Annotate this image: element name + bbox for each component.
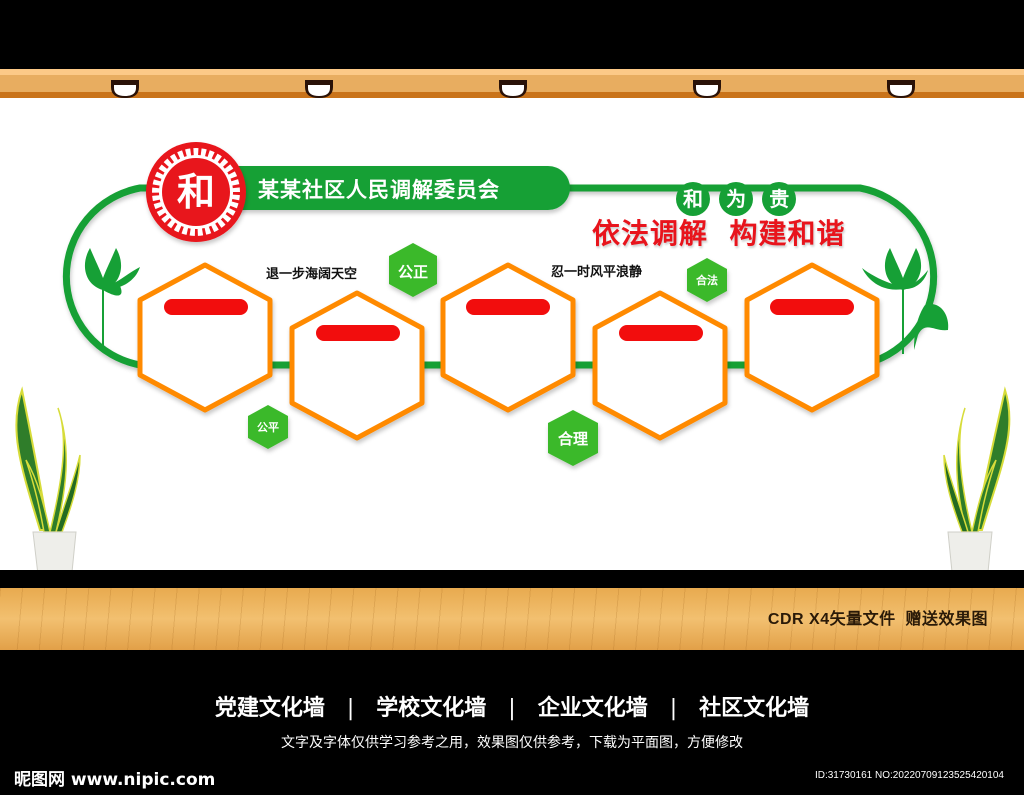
lotus-right-icon (862, 248, 949, 354)
title-banner (190, 166, 570, 210)
spotlight-icon (887, 80, 915, 98)
separator: | (508, 696, 516, 721)
panel-title-bar (466, 299, 550, 315)
spotlight-icon (111, 80, 139, 98)
quote-right: 忍一时风平浪静 (551, 265, 643, 280)
footer-band (0, 650, 1024, 795)
wooden-floor (0, 588, 1024, 650)
category-enterprise: 企业文化墙 (537, 696, 648, 721)
nipic-logo[interactable]: 昵图网 www.nipic.com (14, 770, 216, 790)
baseboard (0, 570, 1024, 588)
badge-label-gongping: 公平 (257, 421, 279, 434)
image-id-text: ID:31730161 NO:20220709123525420104 (814, 770, 1004, 781)
emblem-he-icon (146, 142, 246, 242)
badge-label-gongzheng: 公正 (397, 263, 428, 281)
main-slogan: 依法调解 构建和谐 (592, 217, 846, 250)
ceiling-black-band (0, 0, 1024, 69)
badge-hex-heli (548, 410, 598, 466)
slogan-circle-char: 贵 (762, 182, 797, 216)
category-school: 学校文化墙 (376, 696, 487, 721)
category-party-building: 党建文化墙 (214, 696, 325, 721)
emblem-character: 和 (176, 169, 215, 214)
separator: | (669, 696, 678, 721)
badge-label-hefa: 合法 (696, 274, 718, 287)
disclaimer-note: 文字及字体仅供学习参考之用，效果图仅供参考，下载为平面图，方便修改 (281, 735, 743, 751)
category-list: 党建文化墙 | 学校文化墙 | 企业文化墙 | 社区文化墙 (0, 690, 1024, 722)
panel-hex-1 (137, 262, 273, 413)
culture-wall-artwork (15, 142, 1011, 593)
potted-plant-right (943, 386, 1011, 593)
file-format-caption: CDR X4矢量文件 赠送效果图 (767, 611, 988, 628)
lotus-left-icon (84, 248, 140, 350)
panel-title-bar (164, 299, 248, 315)
badge-hex-hefa (687, 258, 727, 302)
panel-hex-3 (440, 262, 576, 413)
spotlight-icon (305, 80, 333, 98)
spotlight-icon (693, 80, 721, 98)
separator: | (346, 696, 355, 721)
spotlight-icon (499, 80, 527, 98)
potted-plant-left (15, 386, 81, 593)
quote-left: 退一步海阔天空 (266, 267, 358, 282)
panel-hex-2 (289, 290, 425, 441)
badge-hex-gongping (248, 405, 288, 449)
slogan-circle-char: 和 (676, 182, 710, 216)
committee-title: 某某社区人民调解委员会 (258, 178, 500, 202)
panel-title-bar (770, 299, 854, 315)
slogan-circle-char: 为 (719, 182, 754, 216)
panel-title-bar (619, 325, 703, 341)
panel-hex-4 (592, 290, 728, 441)
badge-hex-gongzheng (389, 243, 437, 297)
panel-hex-5 (744, 262, 880, 413)
slogan-circles: 和 为 贵 (676, 182, 800, 216)
badge-label-heli: 合理 (557, 430, 588, 448)
panel-title-bar (316, 325, 400, 341)
category-community: 社区文化墙 (699, 696, 810, 721)
ceiling-rail-highlight (0, 69, 1024, 75)
